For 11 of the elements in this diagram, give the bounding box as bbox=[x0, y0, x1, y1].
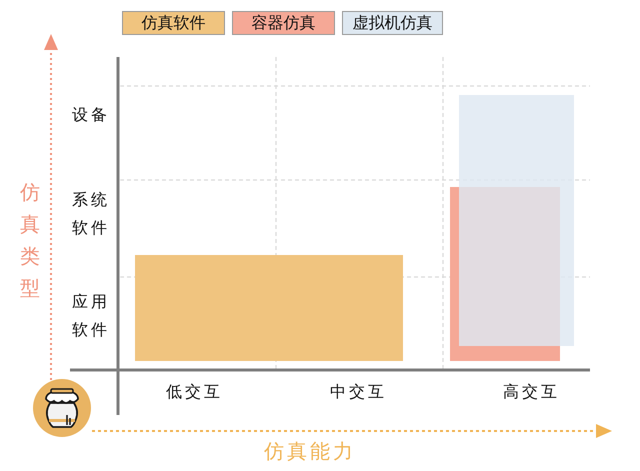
axis-title: 仿真类型 bbox=[20, 179, 41, 302]
axis-label: 低交互 bbox=[166, 381, 223, 403]
legend-label: 仿真软件 bbox=[142, 13, 206, 33]
axis-label: 高交互 bbox=[503, 381, 560, 403]
axis-title: 仿真能力 bbox=[264, 438, 356, 465]
axis-label: 设备 bbox=[72, 104, 111, 126]
legend-label: 容器仿真 bbox=[252, 13, 316, 33]
axis-label: 中交互 bbox=[330, 381, 387, 403]
axis-label: 系统软件 bbox=[72, 189, 111, 239]
legend-label: 虚拟机仿真 bbox=[352, 13, 432, 33]
axis-label: 应用软件 bbox=[72, 291, 111, 341]
